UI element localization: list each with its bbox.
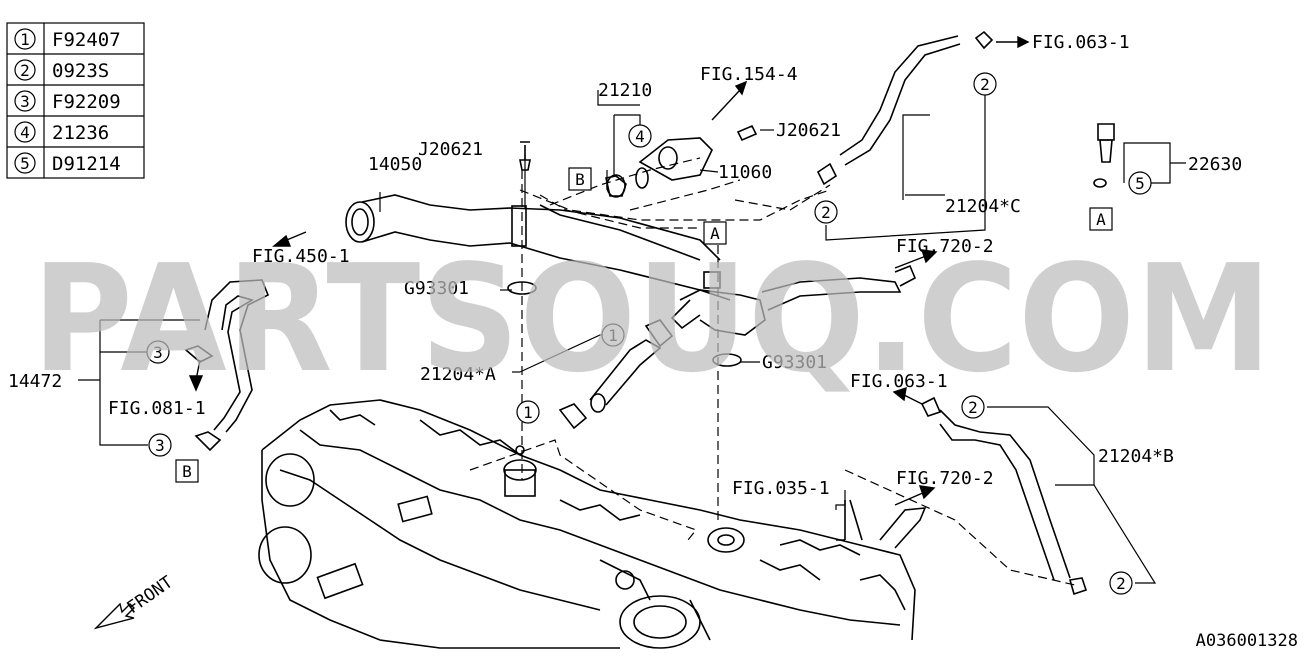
callout-2[interactable]: 2 <box>814 200 838 224</box>
svg-text:2: 2 <box>980 75 990 94</box>
legend-row: 3 F92209 <box>14 90 121 113</box>
label-fig-063-1[interactable]: FIG.063-1 <box>850 371 948 392</box>
svg-text:3: 3 <box>153 343 163 362</box>
svg-text:B: B <box>575 170 585 189</box>
callout-3[interactable]: 3 <box>148 433 172 457</box>
label-21204-a[interactable]: 21204*A <box>420 364 496 385</box>
callout-2[interactable]: 2 <box>1109 571 1133 595</box>
legend-number: 2 <box>20 61 30 80</box>
front-label: FRONT <box>123 572 176 618</box>
label-fig-154-4[interactable]: FIG.154-4 <box>700 64 798 85</box>
label-j20621[interactable]: J20621 <box>776 120 841 141</box>
svg-text:1: 1 <box>523 403 533 422</box>
legend-part-code: 21236 <box>52 122 109 144</box>
label-21204-b[interactable]: 21204*B <box>1098 446 1174 467</box>
callout-3[interactable]: 3 <box>146 340 170 364</box>
part-labels: 14050 FIG.450-1 J20621 21210 FIG.154-4 J… <box>8 32 1242 499</box>
label-g93301[interactable]: G93301 <box>762 352 827 373</box>
label-fig-035-1[interactable]: FIG.035-1 <box>732 478 830 499</box>
engine-block-drawing <box>258 399 927 649</box>
label-fig-720-2[interactable]: FIG.720-2 <box>896 236 994 257</box>
svg-text:B: B <box>182 462 192 481</box>
legend-number: 1 <box>20 30 30 49</box>
label-fig-081-1[interactable]: FIG.081-1 <box>108 398 206 419</box>
legend-number: 3 <box>20 92 30 111</box>
legend-row: 5 D91214 <box>14 152 121 175</box>
label-fig-063-1[interactable]: FIG.063-1 <box>1032 32 1130 53</box>
svg-text:4: 4 <box>635 127 645 146</box>
legend-part-code: F92209 <box>52 91 121 113</box>
svg-text:2: 2 <box>968 398 978 417</box>
callout-1[interactable]: 1 <box>516 400 540 424</box>
legend-row: 2 0923S <box>14 59 109 82</box>
label-11060[interactable]: 11060 <box>718 162 772 183</box>
legend-number: 5 <box>20 154 30 173</box>
label-21210[interactable]: 21210 <box>598 80 652 101</box>
watermark: PARTSOUQ.COM <box>32 233 1272 405</box>
svg-text:A: A <box>710 224 720 243</box>
legend-part-code: F92407 <box>52 29 121 51</box>
legend-table: 1 F92407 2 0923S 3 F92209 4 21236 5 D912… <box>6 22 145 179</box>
svg-text:1: 1 <box>608 326 618 345</box>
label-fig-720-2[interactable]: FIG.720-2 <box>896 468 994 489</box>
callout-5[interactable]: 5 <box>1128 171 1152 195</box>
legend-part-code: 0923S <box>52 60 109 82</box>
legend-number: 4 <box>20 123 30 142</box>
legend-part-code: D91214 <box>52 153 121 175</box>
label-22630[interactable]: 22630 <box>1188 154 1242 175</box>
legend-row: 4 21236 <box>14 121 109 144</box>
label-21204-c[interactable]: 21204*C <box>945 196 1021 217</box>
callout-4[interactable]: 4 <box>628 124 652 148</box>
callout-1[interactable]: 1 <box>601 323 625 347</box>
diagram-id: A036001328 <box>1196 631 1298 651</box>
label-14050[interactable]: 14050 <box>368 154 422 175</box>
svg-text:5: 5 <box>1135 174 1145 193</box>
label-14472[interactable]: 14472 <box>8 371 62 392</box>
leader-lines <box>78 90 1186 584</box>
ref-box-b[interactable]: B <box>568 167 592 191</box>
front-arrow: FRONT <box>93 572 177 630</box>
svg-text:3: 3 <box>155 436 165 455</box>
svg-text:2: 2 <box>1116 574 1126 593</box>
hoses-drawing <box>184 30 1115 596</box>
callout-2[interactable]: 2 <box>961 395 985 419</box>
callout-2[interactable]: 2 <box>973 72 997 96</box>
ref-box-b[interactable]: B <box>175 459 199 483</box>
pointer-arrows <box>188 35 1030 506</box>
svg-text:2: 2 <box>821 203 831 222</box>
dashed-guides <box>469 157 1076 586</box>
label-j20621[interactable]: J20621 <box>418 139 483 160</box>
label-fig-450-1[interactable]: FIG.450-1 <box>252 246 350 267</box>
svg-text:A: A <box>1096 210 1106 229</box>
ref-box-a[interactable]: A <box>1089 207 1113 231</box>
legend-row: 1 F92407 <box>14 28 121 51</box>
label-g93301[interactable]: G93301 <box>404 278 469 299</box>
ref-box-a[interactable]: A <box>703 221 727 245</box>
